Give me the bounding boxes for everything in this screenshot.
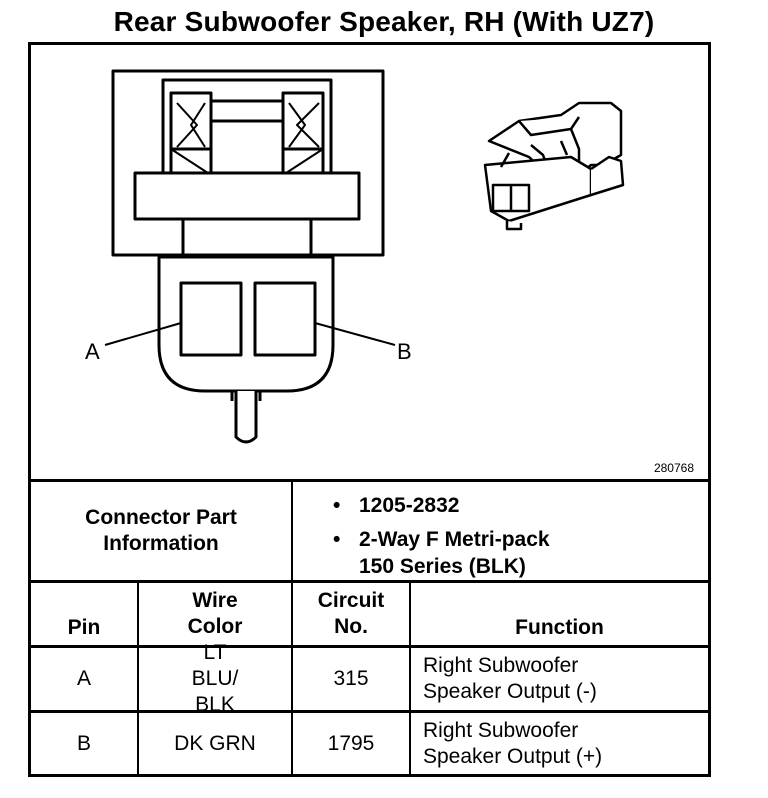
divider (31, 645, 708, 648)
row-b-pin: B (76, 732, 91, 755)
row-a-pin: A (76, 667, 91, 690)
divider (291, 583, 293, 775)
divider (291, 482, 293, 580)
header-pin: Pin (67, 616, 101, 639)
bullet-item: • 2-Way F Metri-pack 150 Series (BLK) (333, 526, 550, 580)
pin-label-b: B (397, 339, 412, 364)
pin-label-a: A (85, 339, 100, 364)
divider (137, 583, 139, 775)
row-b-circuit: 1795 (327, 732, 375, 755)
header-function: Function (515, 616, 604, 639)
connector-type: 2-Way F Metri-pack 150 Series (BLK) (359, 528, 550, 578)
latch-right (281, 91, 325, 177)
page-title: Rear Subwoofer Speaker, RH (With UZ7) (113, 6, 655, 37)
cavity-a (179, 281, 243, 357)
bullet-icon: • (333, 494, 341, 517)
figure-number: 280768 (653, 461, 694, 475)
cavity-b (253, 281, 317, 357)
leader-b (314, 322, 396, 346)
bullet-item: • 1205-2832 (333, 492, 550, 519)
divider (31, 580, 708, 583)
row-b-wire-color: DK GRN (174, 732, 256, 755)
part-number: 1205-2832 (359, 494, 460, 517)
connector-info-bullets: • 1205-2832 • 2-Way F Metri-pack 150 Ser… (333, 492, 550, 580)
connector-collar (133, 171, 361, 221)
connector-key (234, 391, 258, 444)
leader-a (104, 322, 182, 346)
connector-perspective-view (483, 101, 625, 231)
latch-bridge (209, 99, 285, 123)
connector-frame: A B 280768 Connector Part Information • … (28, 42, 711, 777)
row-a-wire-color: LT BLU/ BLK (191, 641, 239, 716)
latch-left (169, 91, 213, 177)
divider (409, 583, 411, 775)
bullet-icon: • (333, 528, 341, 551)
connector-diagram: A B (85, 69, 625, 444)
header-circuit: Circuit No. (317, 589, 385, 638)
connector-info-label: Connector Part Information (85, 506, 237, 555)
row-a-function: Right Subwoofer Speaker Output (-) (423, 654, 597, 703)
header-wire-color: Wire Color (187, 589, 243, 638)
row-b-function: Right Subwoofer Speaker Output (+) (423, 719, 603, 768)
row-a-circuit: 315 (333, 667, 369, 690)
divider (31, 479, 708, 482)
divider (31, 710, 708, 713)
